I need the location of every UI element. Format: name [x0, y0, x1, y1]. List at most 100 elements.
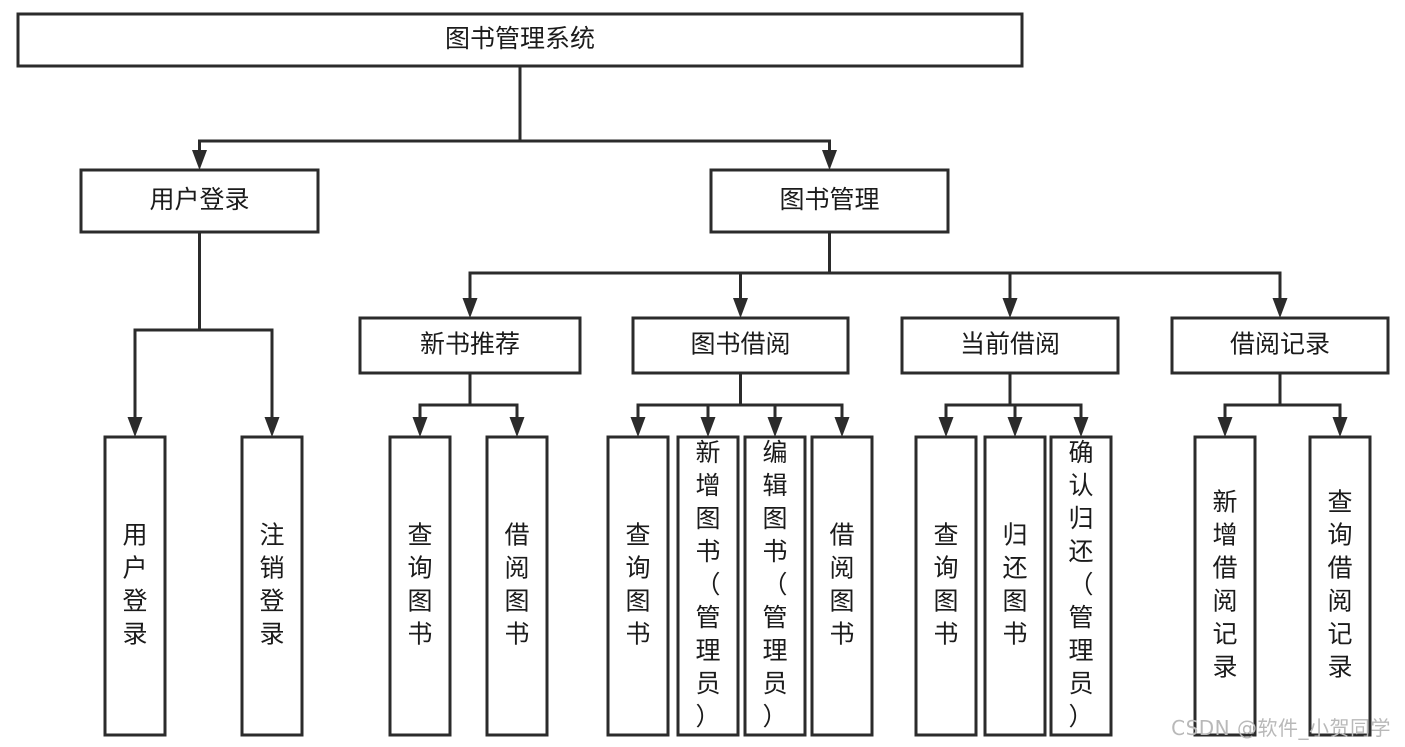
node-box: [16, 12, 1024, 68]
arrow-head-icon: [1002, 298, 1018, 318]
node-l3-current-borrow[interactable]: 当前借阅: [900, 316, 1120, 375]
node-leaf-user-login[interactable]: 用户登录: [103, 435, 167, 737]
node-label-char: 借: [829, 521, 854, 550]
node-label-char: 理: [762, 636, 787, 665]
node-label-char: 登: [122, 587, 147, 616]
node-label: 借阅记录: [1230, 330, 1330, 359]
node-label-char: 理: [1068, 636, 1093, 665]
node-label-char: 阅: [1212, 587, 1237, 616]
node-label-char: ）: [695, 702, 720, 731]
node-label-char: 辑: [762, 471, 787, 500]
node-label-char: 销: [259, 554, 284, 583]
node-label-char: 查: [407, 521, 432, 550]
node-label-char: 借: [1327, 554, 1352, 583]
node-box: [1193, 435, 1257, 737]
node-label-char: 图: [625, 587, 650, 616]
node-label-char: 录: [122, 620, 147, 649]
node-box: [240, 435, 304, 737]
node-label-char: （: [1068, 570, 1093, 599]
arrow-head-icon: [834, 417, 850, 437]
node-label-char: 录: [1327, 653, 1352, 682]
node-label-char: 图: [407, 587, 432, 616]
arrow-head-icon: [192, 150, 207, 170]
watermark-label: CSDN @软件_小贺同学: [1171, 716, 1391, 740]
arrow-head-icon: [462, 298, 478, 318]
node-layer: 图书管理系统用户登录图书管理新书推荐图书借阅当前借阅借阅记录用户登录注销登录查询…: [16, 12, 1390, 737]
arrow-head-icon: [938, 417, 954, 437]
node-label-char: 确: [1068, 438, 1093, 467]
node-label-char: 员: [1068, 669, 1093, 698]
node-label-char: ）: [762, 702, 787, 731]
node-label-char: 借: [1212, 554, 1237, 583]
node-box: [388, 435, 452, 737]
node-box: [676, 435, 740, 737]
arrow-head-icon: [733, 298, 748, 318]
node-label-char: 管: [762, 603, 787, 632]
node-label-char: 阅: [829, 554, 854, 583]
node-label-char: 书: [407, 620, 432, 649]
node-label-char: 登: [259, 587, 284, 616]
node-l2-user-login[interactable]: 用户登录: [79, 168, 320, 234]
node-box: [103, 435, 167, 737]
connector-layer: [127, 64, 1348, 437]
node-label-char: 管: [1068, 603, 1093, 632]
arrow-head-icon: [1332, 417, 1348, 437]
node-box: [914, 435, 978, 737]
node-label-char: 书: [625, 620, 650, 649]
node-box: [810, 435, 874, 737]
node-box: [79, 168, 320, 234]
node-label-char: 记: [1327, 620, 1352, 649]
node-box: [983, 435, 1047, 737]
node-label-char: 询: [407, 554, 432, 583]
node-label: 图书借阅: [690, 330, 790, 359]
arrow-head-icon: [700, 417, 716, 437]
node-label-char: （: [695, 570, 720, 599]
node-label-char: 查: [625, 521, 650, 550]
node-box: [1170, 316, 1390, 375]
node-label-char: 新: [1212, 488, 1237, 517]
node-label-char: 图: [695, 504, 720, 533]
arrow-head-icon: [264, 417, 280, 437]
node-l3-book-borrow[interactable]: 图书借阅: [631, 316, 850, 375]
arrow-head-icon: [630, 417, 646, 437]
node-label-char: 询: [933, 554, 958, 583]
node-box: [485, 435, 549, 737]
node-label-char: 用: [122, 521, 147, 550]
node-l3-new-book-rec[interactable]: 新书推荐: [358, 316, 582, 375]
node-label-char: 记: [1212, 620, 1237, 649]
node-label-char: 图: [1002, 587, 1027, 616]
node-l2-book-manage[interactable]: 图书管理: [709, 168, 950, 234]
node-label-char: 书: [933, 620, 958, 649]
node-box: [900, 316, 1120, 375]
node-label: 用户登录: [149, 185, 249, 214]
node-label-char: 查: [933, 521, 958, 550]
arrow-head-icon: [1272, 298, 1288, 318]
node-label: 新书推荐: [420, 330, 520, 359]
node-label-char: 图: [762, 504, 787, 533]
node-label-char: 还: [1068, 537, 1093, 566]
node-label-char: 员: [762, 669, 787, 698]
node-label-char: 阅: [504, 554, 529, 583]
node-root[interactable]: 图书管理系统: [16, 12, 1024, 68]
node-l3-borrow-record[interactable]: 借阅记录: [1170, 316, 1390, 375]
node-label-char: 书: [695, 537, 720, 566]
node-box: [743, 435, 807, 737]
node-box: [1049, 435, 1113, 737]
node-label-char: 书: [762, 537, 787, 566]
node-label: 图书管理: [779, 185, 879, 214]
node-label: 图书管理系统: [445, 24, 595, 53]
node-label-char: ）: [1068, 702, 1093, 731]
